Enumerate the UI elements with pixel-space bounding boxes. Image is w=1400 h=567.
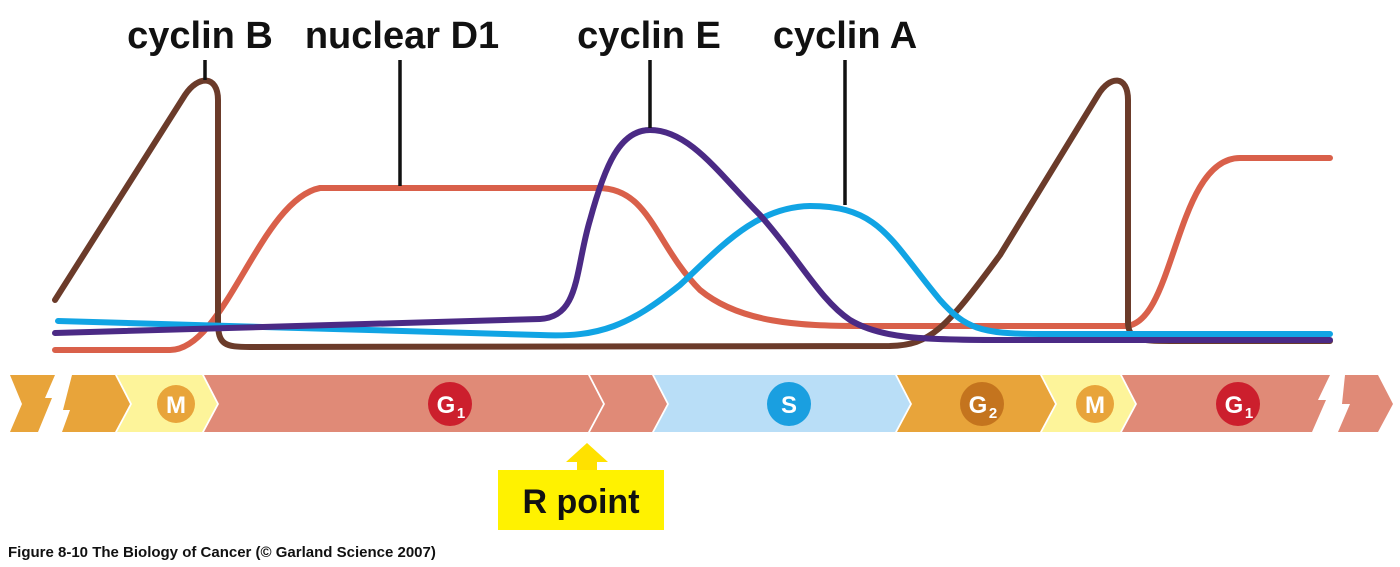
phase-badge-m-2: M xyxy=(1076,385,1114,423)
r-point-label: R point xyxy=(522,483,639,521)
phase-sub-g2: 2 xyxy=(989,405,997,422)
phase-label-m-1: M xyxy=(166,392,186,419)
curve-nuclear-d1 xyxy=(52,155,1333,353)
phase-badge-s: S xyxy=(767,382,811,426)
phase-badge-m-1: M xyxy=(157,385,195,423)
phase-sub-g1-2: 1 xyxy=(1245,405,1253,422)
phase-segment-g2-start xyxy=(62,375,130,432)
curve-cyclin-e xyxy=(52,127,1333,343)
phase-segment-g1-next xyxy=(1338,375,1393,432)
phase-label-m-2: M xyxy=(1085,392,1105,419)
phase-segment-g1-1b xyxy=(590,375,667,432)
curves xyxy=(52,77,1333,353)
r-point-arrow xyxy=(566,443,608,470)
label-cyclin-a: cyclin A xyxy=(773,15,917,57)
curve-cyclin-b xyxy=(52,77,1333,350)
phase-label-s: S xyxy=(781,392,797,419)
figure-caption: Figure 8-10 The Biology of Cancer (© Gar… xyxy=(8,544,436,561)
phase-segment-g2-prev xyxy=(10,375,55,432)
curve-cyclin-a xyxy=(55,203,1333,339)
phase-segment-g1-1 xyxy=(204,375,603,432)
phase-sub-g1-1: 1 xyxy=(457,405,465,422)
phase-badge-g1-1: G 1 xyxy=(428,382,472,426)
r-point-marker: R point xyxy=(498,443,664,530)
label-cyclin-b: cyclin B xyxy=(127,15,273,57)
phase-label-g1-1: G xyxy=(437,392,456,419)
phase-badge-g1-2: G 1 xyxy=(1216,382,1260,426)
phase-label-g2: G xyxy=(969,392,988,419)
phase-label-g1-2: G xyxy=(1225,392,1244,419)
label-cyclin-e: cyclin E xyxy=(577,15,721,57)
leader-lines xyxy=(203,60,847,205)
phase-bar: M G 1 S G 2 M G 1 xyxy=(10,375,1393,432)
phase-badge-g2: G 2 xyxy=(960,382,1004,426)
label-nuclear-d1: nuclear D1 xyxy=(305,15,499,57)
r-point-box xyxy=(498,470,664,530)
